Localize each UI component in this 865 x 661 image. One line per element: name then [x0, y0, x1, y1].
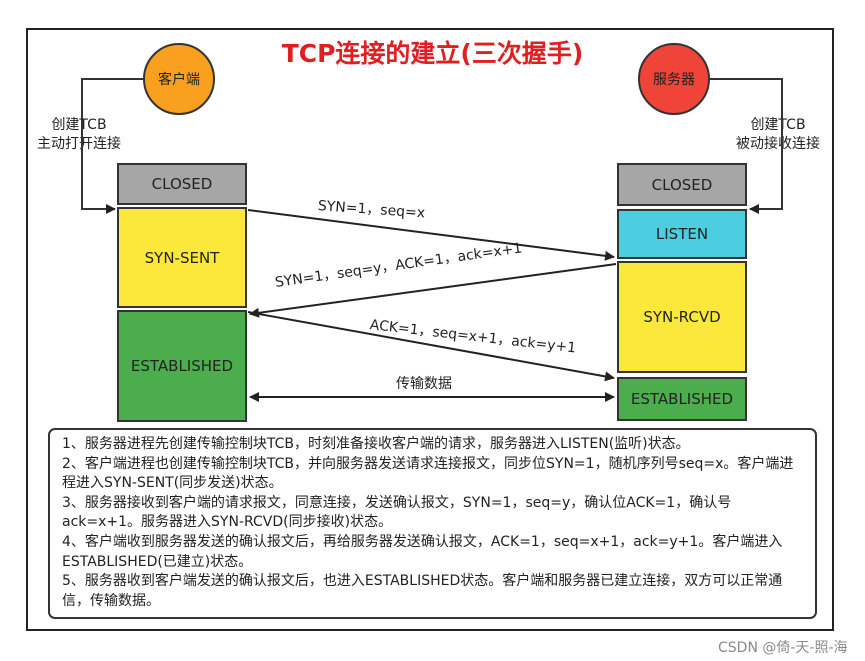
notes-box: 1、服务器进程先创建传输控制块TCB，时刻准备接收客户端的请求，服务器进入LIS…	[48, 428, 817, 619]
server-connector	[710, 78, 783, 214]
server-state-listen: LISTEN	[617, 209, 747, 259]
note-2: 2、客户端进程也创建传输控制块TCB，并向服务器发送请求连接报文，同步位SYN=…	[62, 455, 794, 492]
client-state-closed: CLOSED	[117, 163, 247, 205]
server-state-closed: CLOSED	[617, 163, 747, 206]
watermark: CSDN @倚-天-照-海	[718, 640, 848, 656]
client-note-line-2: 主动打开连接	[37, 136, 121, 152]
client-node: 客户端	[143, 43, 215, 115]
server-note-line-1: 创建TCB	[750, 117, 806, 133]
ack-arrow	[247, 311, 615, 382]
client-state-syn-sent: SYN-SENT	[117, 207, 247, 308]
note-1: 1、服务器进程先创建传输控制块TCB，时刻准备接收客户端的请求，服务器进入LIS…	[62, 436, 690, 452]
client-note: 创建TCB 主动打开连接	[33, 116, 125, 154]
note-3: 3、服务器接收到客户端的请求报文，同意连接，发送确认报文，SYN=1，seq=y…	[62, 494, 732, 531]
server-node: 服务器	[638, 43, 710, 115]
client-state-established: ESTABLISHED	[117, 310, 247, 422]
data-label: 传输数据	[396, 376, 452, 392]
server-note: 创建TCB 被动接收连接	[728, 116, 828, 154]
server-state-syn-rcvd: SYN-RCVD	[617, 261, 747, 373]
client-connector	[81, 78, 143, 214]
note-4: 4、客户端收到服务器发送的确认报文后，再给服务器发送确认报文，ACK=1，seq…	[62, 533, 783, 570]
diagram-title: TCP连接的建立(三次握手)	[281, 39, 584, 68]
syn-ack-arrow	[249, 263, 617, 318]
syn-arrow	[247, 209, 615, 261]
server-note-line-2: 被动接收连接	[736, 136, 820, 152]
diagram-frame	[26, 28, 834, 631]
client-note-line-1: 创建TCB	[51, 117, 107, 133]
server-state-established: ESTABLISHED	[617, 377, 747, 421]
note-5: 5、服务器收到客户端发送的确认报文后，也进入ESTABLISHED状态。客户端和…	[62, 573, 783, 609]
